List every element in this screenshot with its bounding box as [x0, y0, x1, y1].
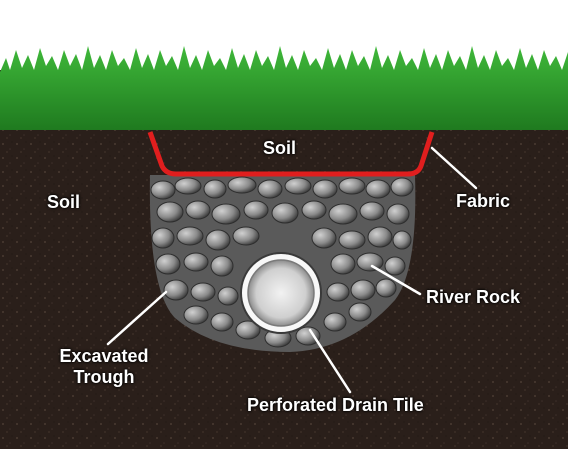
grass-layer [0, 46, 568, 130]
label-soil-left: Soil [47, 192, 81, 212]
drain-tile-leader [308, 328, 352, 394]
excavated-leader [106, 290, 168, 346]
rock-stones [150, 176, 414, 348]
label-river-rock: River Rock [426, 287, 521, 307]
label-excavated-line1: Excavated [59, 346, 149, 366]
drain-pipe-bore [247, 259, 315, 327]
fabric-liner [147, 131, 435, 177]
leader-lines [106, 146, 478, 394]
label-soil-top: Soil [263, 138, 297, 158]
river-rock-leader [370, 264, 422, 296]
label-excavated-line2: Trough [73, 367, 135, 387]
label-drain-tile: Perforated Drain Tile [247, 395, 424, 415]
label-excavated-trough: Excavated Trough [48, 346, 160, 388]
label-fabric: Fabric [456, 191, 511, 211]
fabric-leader [430, 146, 478, 190]
